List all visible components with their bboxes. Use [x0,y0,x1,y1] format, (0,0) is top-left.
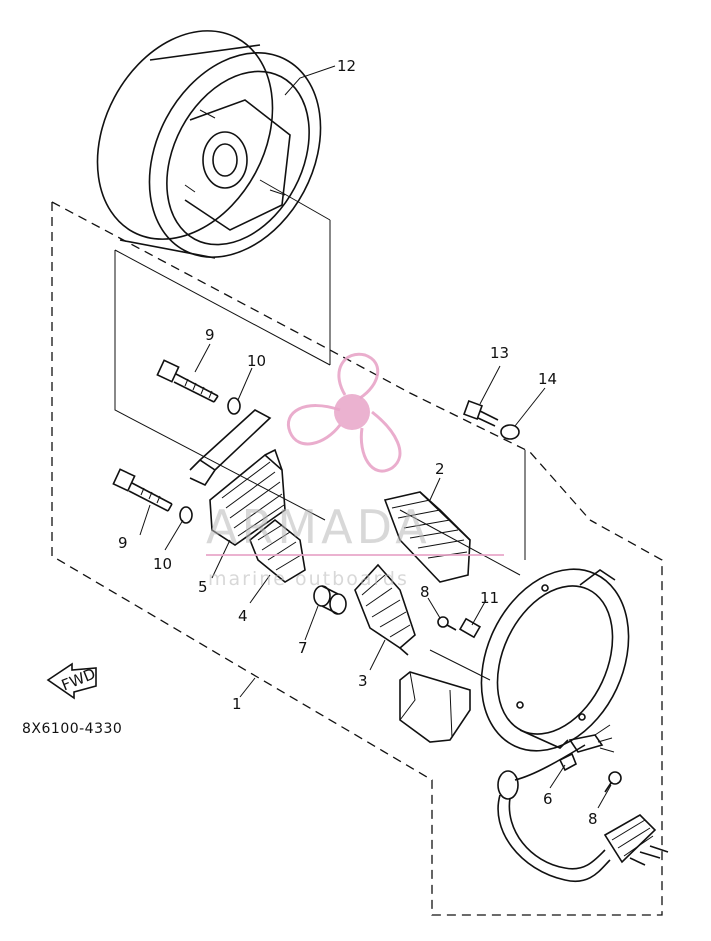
part-label-2: 2 [435,460,445,478]
wire-harness-part-6 [497,724,669,883]
screw-part-8-upper [437,616,457,631]
part-label-8-lower: 8 [588,810,598,828]
part-label-4: 4 [238,607,248,625]
part-label-11: 11 [480,589,499,607]
washer-part-10-lower [179,506,193,524]
part-label-10-lower: 10 [153,555,172,573]
leader-lines [139,65,612,809]
watermark-tagline: marine outboards [208,568,409,590]
part-label-8-upper: 8 [420,583,430,601]
collar-part-11 [458,617,482,639]
part-label-10-upper: 10 [247,352,266,370]
forward-arrow-icon: FWD [46,662,98,700]
charge-coil-part-5 [209,448,286,546]
part-label-14: 14 [538,370,557,388]
part-label-12: 12 [337,57,356,75]
drawing-code: 8X6100-4330 [22,721,122,737]
assembly-boundary-dashed-top [51,201,591,521]
guide-line-flywheel [114,250,326,521]
guide-line-coil [429,649,491,681]
watermark-brand: ARMADA [206,500,431,554]
washer-part-10-upper [227,397,241,415]
part-label-9-upper: 9 [205,326,215,344]
screw-part-8-lower [604,771,622,793]
flywheel-part-12 [96,30,322,259]
part-label-3: 3 [358,672,368,690]
part-label-5: 5 [198,578,208,596]
propeller-hub [334,394,370,430]
washer-part-14 [500,424,520,440]
pulser-coil-part-4 [249,518,306,583]
guide-line-flywheel-top [114,249,331,366]
bolt-part-9-upper [156,359,219,403]
stator-base-plate [399,568,630,752]
part-label-6: 6 [543,790,553,808]
guide-line-flywheel-bottom [259,179,331,221]
propeller-logo-icon [287,352,402,473]
watermark: ARMADA marine outboards [206,352,504,590]
assembly-boundary-dashed [51,202,663,916]
part-label-13: 13 [490,344,509,362]
part-label-1: 1 [232,695,242,713]
guide-line-base [399,509,521,576]
part-label-9-lower: 9 [118,534,128,552]
bolt-part-9-lower [112,468,173,512]
source-coil-part-3 [354,563,416,656]
coil-bracket-plate [189,409,272,487]
lighting-coil-part-2 [383,491,471,583]
part-label-7: 7 [298,639,308,657]
bolt-part-13 [463,400,499,427]
spacer-part-7 [313,585,347,615]
